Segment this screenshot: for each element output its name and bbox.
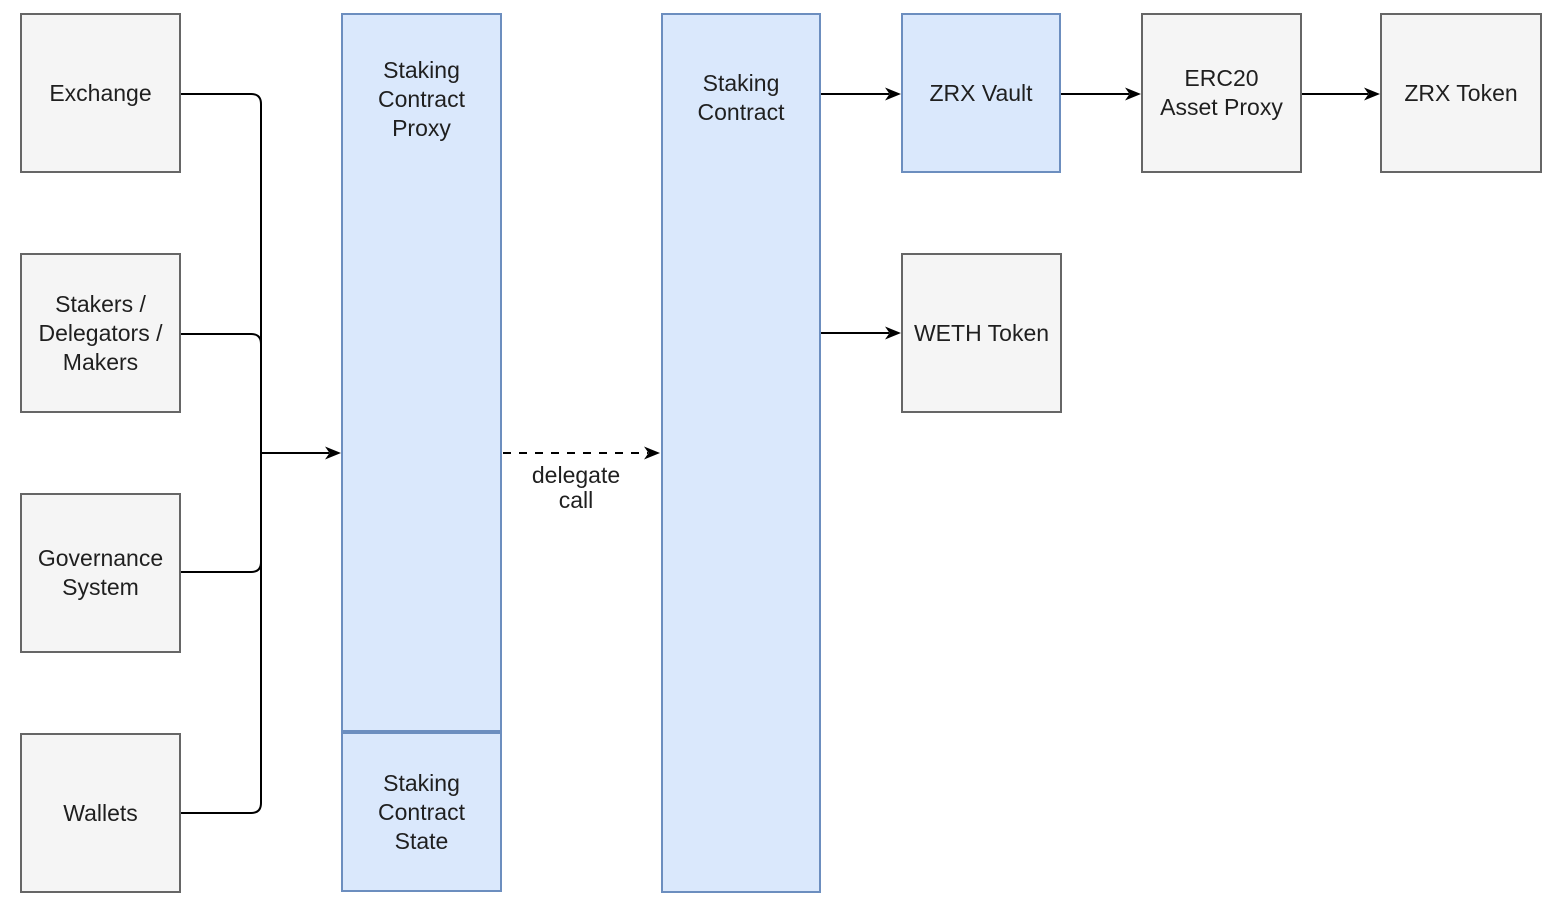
node-zrx-token-label: ZRX Token [1404,79,1518,106]
edge-label-delegate-call: delegate call [531,462,621,513]
node-zrx-vault-label: ZRX Vault [929,79,1033,106]
node-wallets: Wallets [20,733,181,893]
node-exchange: Exchange [20,13,181,173]
node-staking-contract-state-label: Staking Contract State [378,769,465,854]
node-staking-contract-label: Staking Contract [697,70,785,125]
node-exchange-label: Exchange [49,79,152,106]
node-weth-token-label: WETH Token [913,319,1050,346]
edge-governance-join [181,561,262,573]
arrowhead-delegate-call [644,446,660,460]
node-wallets-label: Wallets [63,799,138,826]
arrowhead-contract-to-vault [885,87,901,101]
node-governance-system: Governance System [20,493,181,653]
node-erc20-asset-proxy: ERC20 Asset Proxy [1141,13,1302,173]
node-zrx-vault: ZRX Vault [901,13,1061,173]
node-stakers-delegators-makers: Stakers / Delegators / Makers [20,253,181,413]
node-weth-token: WETH Token [901,253,1062,413]
arrowhead-sources-to-proxy [325,446,341,460]
edge-stakers-join [181,333,262,345]
node-zrx-token: ZRX Token [1380,13,1542,173]
node-governance-system-label: Governance System [37,545,164,600]
arrowhead-contract-to-weth [885,326,901,340]
node-stakers-delegators-makers-label: Stakers / Delegators / Makers [38,290,163,375]
arrowhead-vault-to-erc20proxy [1125,87,1141,101]
node-staking-contract-proxy-label: Staking Contract Proxy [378,57,465,141]
node-staking-contract: Staking Contract [661,13,821,893]
arrowhead-erc20proxy-to-zrxtoken [1364,87,1380,101]
node-erc20-asset-proxy-label: ERC20 Asset Proxy [1160,65,1283,120]
edge-exchange-wallets-bracket [181,93,262,814]
node-staking-contract-proxy: Staking Contract Proxy [341,13,502,732]
node-staking-contract-state: Staking Contract State [341,732,502,892]
